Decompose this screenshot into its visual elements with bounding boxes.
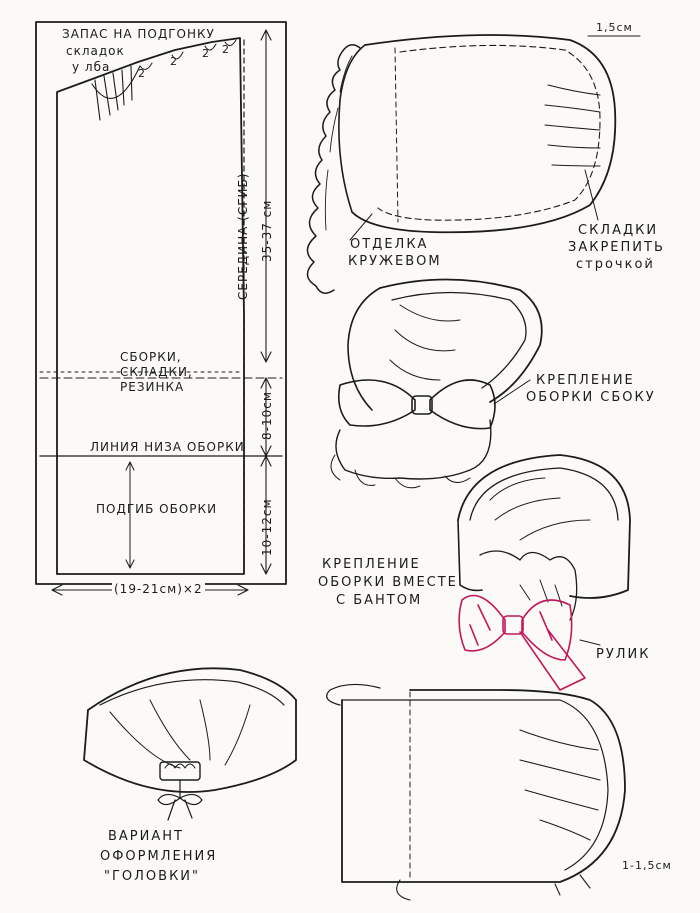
- hat-back-bow: [457, 454, 631, 691]
- variant-label-2: ОФОРМЛЕНИЯ: [100, 849, 218, 864]
- lace-label-2: КРУЖЕВОМ: [348, 254, 442, 269]
- gather-dimension: 8-10см: [260, 391, 274, 440]
- side-bow-label-1: КРЕПЛЕНИЕ: [536, 373, 635, 388]
- pattern-border: [35, 21, 287, 585]
- variant-label-1: ВАРИАНТ: [108, 829, 184, 844]
- pleat-mark: 2: [170, 55, 178, 68]
- hat-side-bow: [330, 278, 543, 489]
- pleat-hatch: [94, 65, 133, 121]
- width-dimension: (19-21см)×2: [112, 582, 205, 597]
- gather-label-3: РЕЗИНКА: [120, 380, 185, 394]
- hem-label: ПОДГИБ ОБОРКИ: [96, 502, 218, 516]
- gather-label-2: СКЛАДКИ,: [120, 365, 193, 379]
- frill-line-label: ЛИНИЯ НИЗА ОБОРКИ: [90, 440, 245, 454]
- pattern-outline: [56, 37, 245, 575]
- top-hat-dimension: 1,5см: [596, 21, 633, 34]
- pleats-label-2: ЗАКРЕПИТЬ: [568, 240, 665, 255]
- pattern-top-note-2: складок: [66, 44, 125, 58]
- pleats-label-3: строчкой: [576, 257, 655, 272]
- back-bow-label-2: ОБОРКИ ВМЕСТЕ: [318, 575, 458, 590]
- pleat-mark: 2: [202, 47, 210, 60]
- bow-right: [429, 379, 496, 430]
- pleat-mark: 2: [138, 67, 146, 80]
- bow-left: [337, 379, 416, 427]
- gather-label-1: СБОРКИ,: [120, 350, 182, 364]
- pleats-label-1: СКЛАДКИ: [578, 223, 659, 238]
- pleat-mark: 2: [222, 43, 230, 56]
- variant-label-3: "ГОЛОВКИ": [104, 869, 200, 884]
- pattern-top-note-1: ЗАПАС НА ПОДГОНКУ: [62, 27, 215, 41]
- pleats: [544, 84, 601, 167]
- lace-label-1: ОТДЕЛКА: [350, 237, 429, 252]
- height-dimension: 35-37 см: [260, 199, 274, 262]
- back-bow-label-3: С БАНТОМ: [336, 593, 423, 608]
- side-bow-label-2: ОБОРКИ СБОКУ: [526, 390, 656, 405]
- back-bow-label-1: КРЕПЛЕНИЕ: [322, 557, 421, 572]
- lace-ruffle: [306, 44, 361, 294]
- center-fold-label: СЕРЕДИНА (СГИБ): [236, 172, 250, 300]
- variant-hat: [83, 667, 297, 821]
- hem-dimension: 10-12см: [260, 498, 274, 556]
- pink-bow: [458, 594, 586, 691]
- pattern-top-note-3: у лба: [72, 60, 111, 74]
- bottom-hat-dimension: 1-1,5см: [622, 859, 672, 872]
- hat-bottom: [326, 683, 626, 901]
- rulik-label: РУЛИК: [596, 647, 651, 662]
- hat-lace: [306, 34, 641, 294]
